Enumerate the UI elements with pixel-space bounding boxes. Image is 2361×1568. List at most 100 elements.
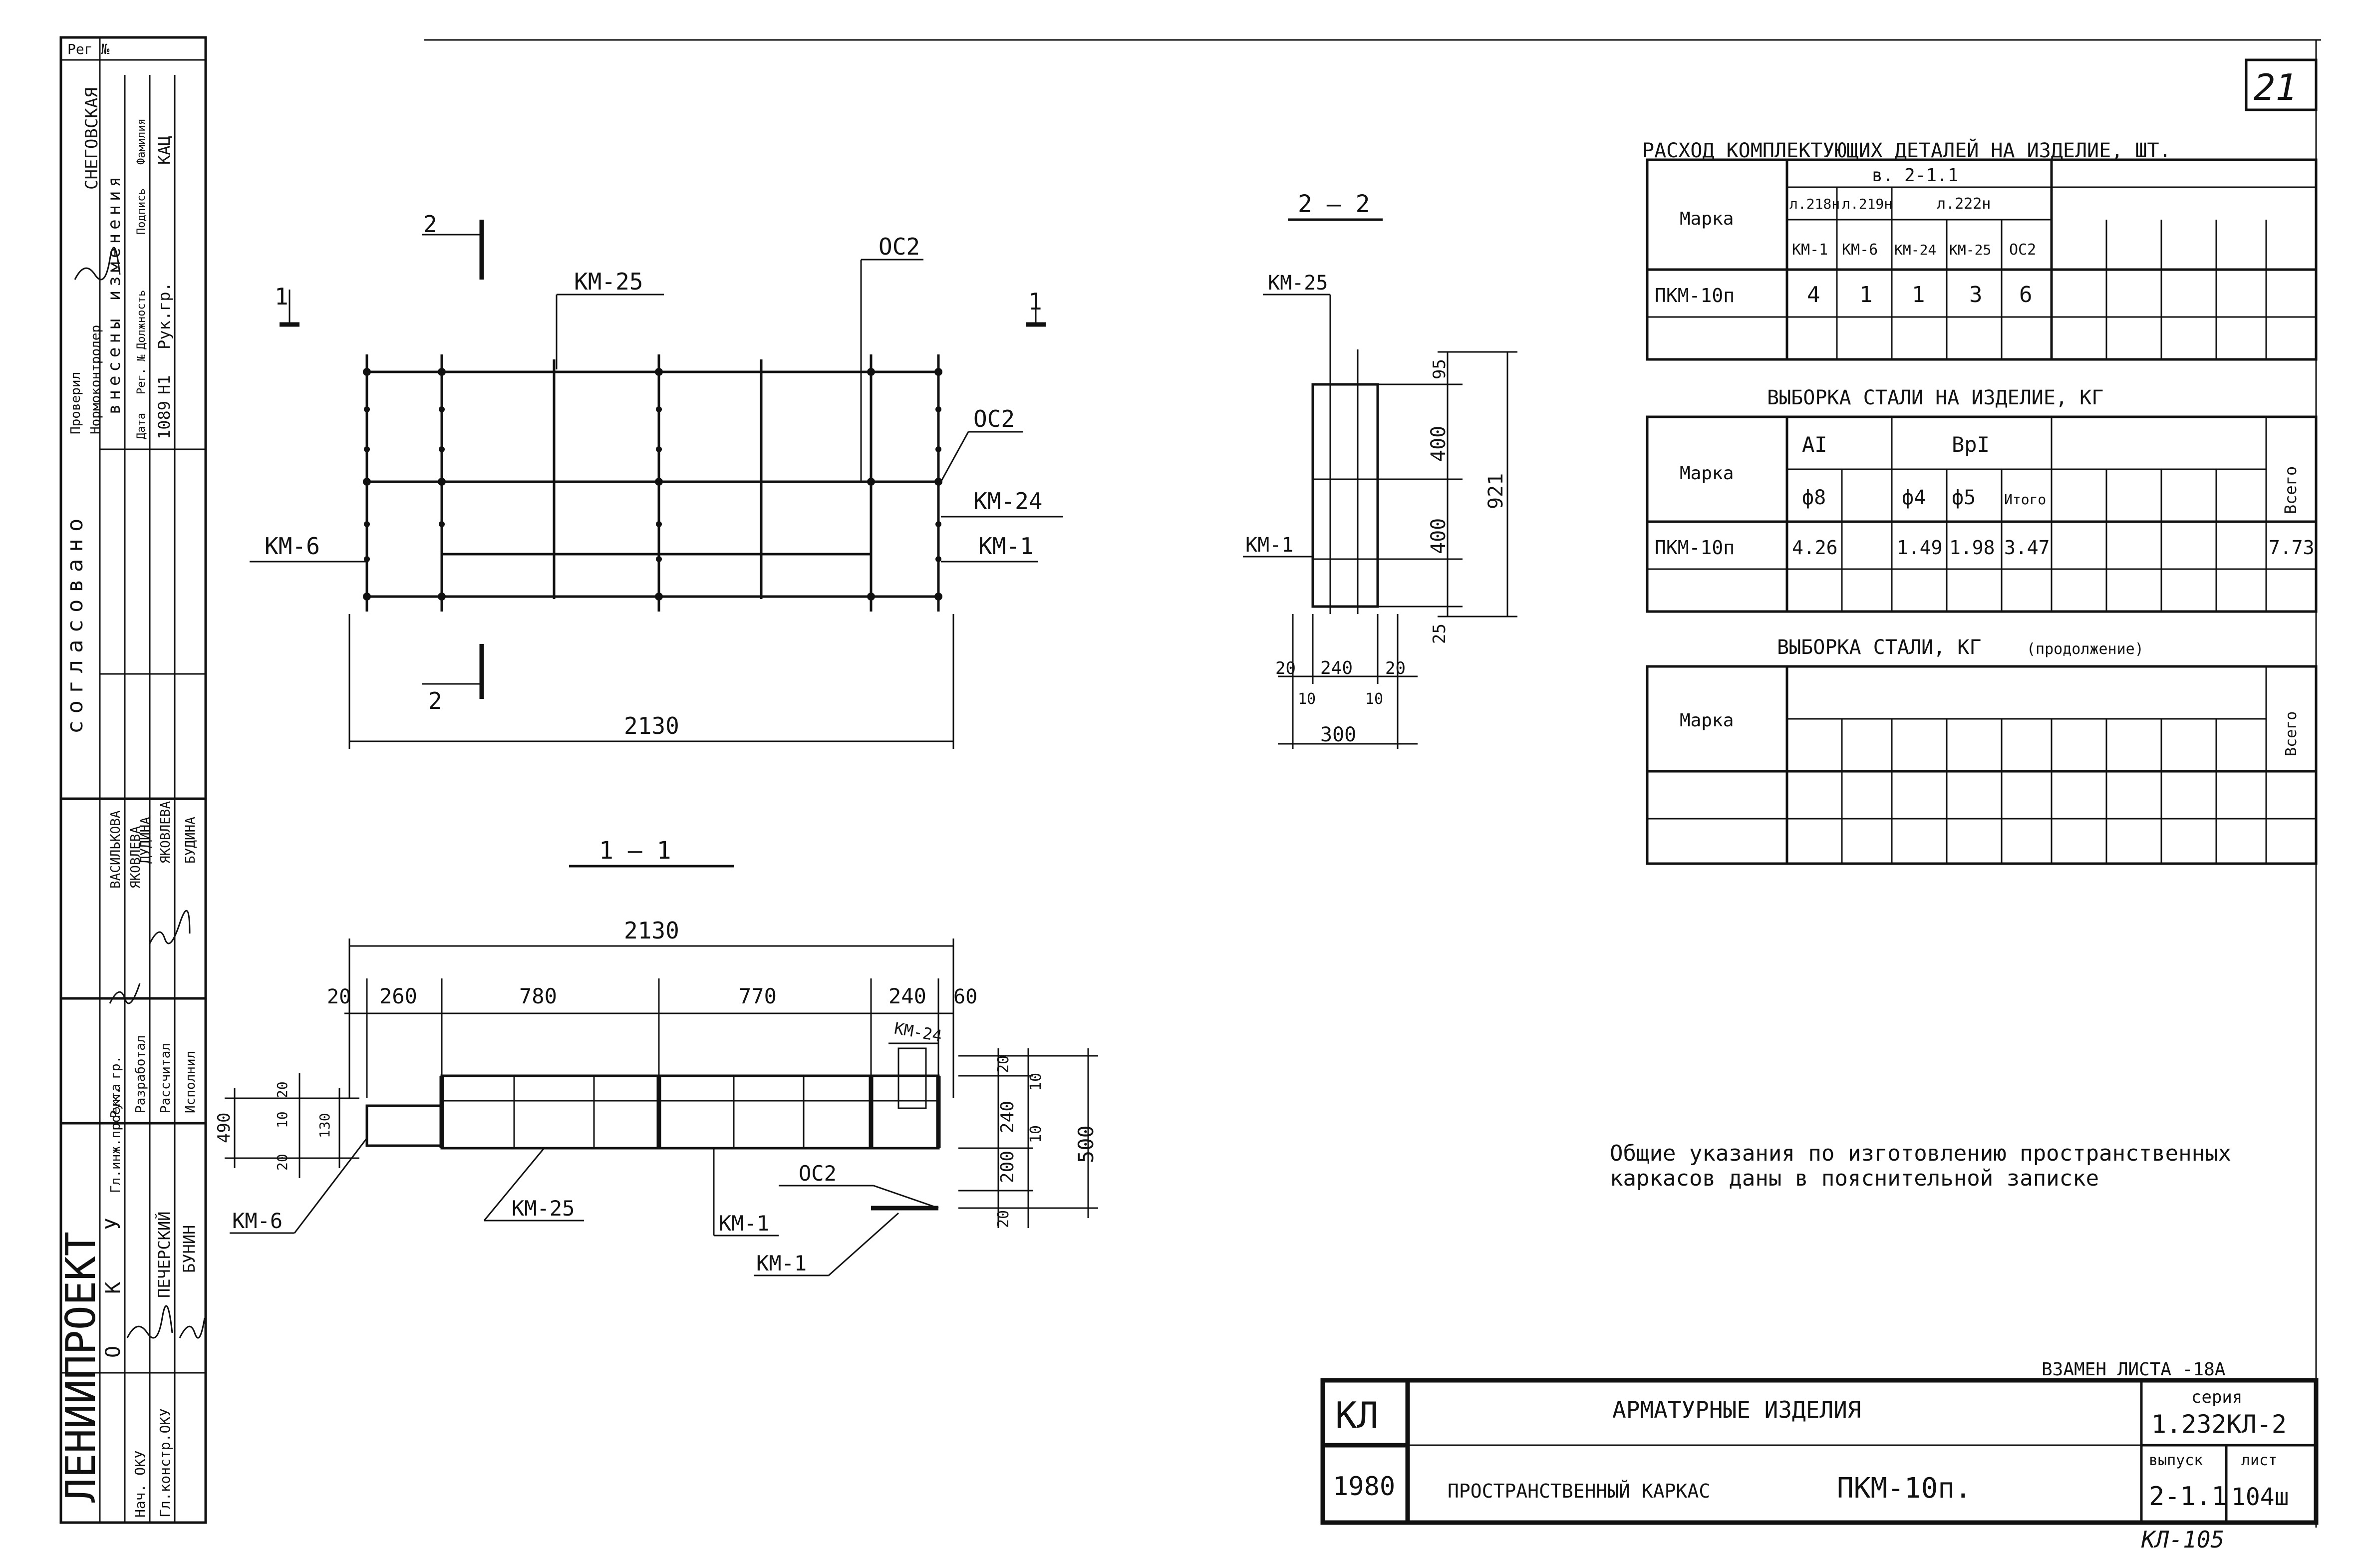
name-1: ПЕЧЕРСКИЙ — [155, 1212, 174, 1298]
section22-d400b: 400 — [1427, 518, 1450, 554]
table2-marka: Марка — [1680, 463, 1734, 484]
section22-d10b: 10 — [1365, 690, 1383, 708]
plan-label-km25: КМ-25 — [574, 268, 643, 295]
section22-d921: 921 — [1484, 473, 1507, 509]
role-8: Проверил — [68, 372, 83, 434]
name-3: ВАСИЛЬКОВА — [108, 810, 123, 889]
change-col-2: Рег. № — [135, 355, 148, 394]
title-mark: ПКМ-10п. — [1837, 1472, 1972, 1505]
title-block: ВЗАМЕН ЛИСТА -18А КЛ 1980 АРМАТУРНЫЕ ИЗД… — [1320, 1359, 2319, 1553]
section11-d780: 780 — [519, 984, 557, 1008]
section11-r20: 20 — [995, 1055, 1012, 1073]
section11-km6: КМ-6 — [232, 1209, 283, 1233]
table2-val-4: 3.47 — [2004, 537, 2050, 559]
sheet-number: 21 — [2254, 66, 2297, 108]
section11-r10: 10 — [1027, 1073, 1045, 1091]
change-val-3: Рук.гр. — [155, 282, 174, 349]
table2-class-a1: АI — [1802, 432, 1827, 457]
role-5: Разработал — [133, 1035, 148, 1113]
change-val-5: КАЦ — [155, 136, 174, 165]
table1-col-km24: КМ-24 — [1894, 242, 1936, 258]
section-2-2: 2 — 2 КМ-25 КМ-1 95 400 400 25 921 20 24… — [1243, 190, 1517, 749]
sheet-label: лист — [2241, 1452, 2277, 1469]
section11-km25: КМ-25 — [512, 1196, 575, 1221]
name-6: ЯКОВЛЕВА — [158, 801, 173, 864]
title-line-2: ПРОСТРАНСТВЕННЫЙ КАРКАС — [1448, 1480, 1710, 1502]
section22-d20b: 20 — [1385, 658, 1406, 678]
note-line-2: каркасов даны в пояснительной записке — [1610, 1166, 2099, 1191]
section11-km1a: КМ-1 — [719, 1211, 769, 1236]
series-value: 1.232КЛ-2 — [2151, 1410, 2287, 1439]
table2-col-f8: ф8 — [1802, 486, 1826, 509]
table1-col-km25: КМ-25 — [1949, 242, 1991, 258]
reg-no-label: Рег № — [67, 41, 109, 57]
table1-row-label: ПКМ-10п — [1655, 285, 1735, 307]
table2-val-3: 1.98 — [1949, 537, 1995, 559]
section22-d20a: 20 — [1275, 658, 1296, 678]
table1-val-4: 3 — [1969, 282, 1983, 308]
issue-label: выпуск — [2149, 1452, 2203, 1469]
dept-name: О К У — [102, 1198, 125, 1358]
role-1: Нач. ОКУ — [132, 1450, 148, 1518]
name-4: ЯКОВЛЕВА — [128, 826, 143, 889]
kl-mark: КЛ — [1335, 1394, 1379, 1436]
table1-sub1: л.218н — [1789, 196, 1840, 212]
role-9: Нормоконтролер — [88, 325, 103, 434]
bottom-code: КЛ-105 — [2141, 1526, 2224, 1553]
changes-label: внесены изменения — [104, 173, 124, 414]
section22-km1: КМ-1 — [1245, 534, 1293, 557]
table1-col-km1: КМ-1 — [1792, 241, 1828, 259]
section11-l10a: 10 — [274, 1111, 291, 1128]
table1-sub3: л.222н — [1937, 195, 1991, 213]
section11-l130: 130 — [316, 1113, 333, 1138]
cut-mark-1a: 1 — [275, 283, 289, 310]
section11-r200: 200 — [997, 1151, 1018, 1183]
section22-d95: 95 — [1430, 359, 1450, 379]
year: 1980 — [1333, 1472, 1395, 1502]
title-line-1: АРМАТУРНЫЕ ИЗДЕЛИЯ — [1612, 1396, 1861, 1423]
table1-col-oc2: ОС2 — [2009, 241, 2036, 259]
section11-l490: 490 — [214, 1113, 234, 1143]
replaces-sheet: ВЗАМЕН ЛИСТА -18А — [2042, 1359, 2226, 1380]
signature-5 — [74, 247, 121, 281]
change-col-1: Дата — [135, 413, 148, 439]
table1-col-km6: КМ-6 — [1842, 241, 1878, 259]
name-7: БУДИНА — [183, 817, 198, 864]
name-2: БУНИН — [180, 1225, 199, 1273]
table2-total-label: Всего — [2281, 466, 2300, 514]
table3-total-label: Всего — [2283, 711, 2300, 756]
role-3: Гл.инж.проекта — [108, 1084, 123, 1193]
plan-label-oc2-side: ОС2 — [973, 405, 1015, 432]
plan-dim-total: 2130 — [624, 712, 679, 739]
table1-group: в. 2-1.1 — [1872, 165, 1958, 186]
plan-label-km6: КМ-6 — [265, 533, 320, 560]
table2-col-f5: ф5 — [1952, 486, 1976, 509]
section11-d770: 770 — [739, 984, 777, 1008]
section11-l20: 20 — [274, 1081, 291, 1098]
section22-d25: 25 — [1430, 624, 1450, 644]
note-line-1: Общие указания по изготовлению пространс… — [1610, 1141, 2231, 1166]
issue-value: 2-1.1 — [2149, 1482, 2227, 1512]
signature-3 — [109, 983, 141, 1004]
sheet-value: 104ш — [2231, 1483, 2289, 1511]
signature-2 — [179, 1317, 206, 1339]
section11-total: 2130 — [624, 917, 679, 944]
table1-val-5: 6 — [2019, 282, 2033, 308]
section22-km25: КМ-25 — [1268, 272, 1328, 295]
name-top: СНЕГОВСКАЯ — [82, 87, 102, 190]
section-1-1: 1 — 1 2130 20 260 780 770 240 60 КМ-24 — [214, 837, 1098, 1276]
table-steel-continued: ВЫБОРКА СТАЛИ, КГ (продолжение) Марка Вс… — [1646, 636, 2318, 865]
section22-d240: 240 — [1320, 658, 1353, 678]
section22-d300: 300 — [1320, 723, 1356, 746]
change-val-1: 1089 — [155, 401, 174, 439]
table1-val-1: 4 — [1807, 282, 1820, 308]
section11-km1b: КМ-1 — [756, 1251, 807, 1275]
table3-title-note: (продолжение) — [2027, 640, 2144, 658]
table2-col-f4: ф4 — [1902, 486, 1926, 509]
table-components: РАСХОД КОМПЛЕКТУЮЩИХ ДЕТАЛЕЙ НА ИЗДЕЛИЕ,… — [1642, 138, 2318, 361]
table1-sub2: л.219н — [1842, 196, 1892, 212]
name-5: ДУДИНА — [138, 817, 153, 864]
section11-r20b: 20 — [995, 1210, 1012, 1228]
signature-1 — [126, 1305, 173, 1339]
